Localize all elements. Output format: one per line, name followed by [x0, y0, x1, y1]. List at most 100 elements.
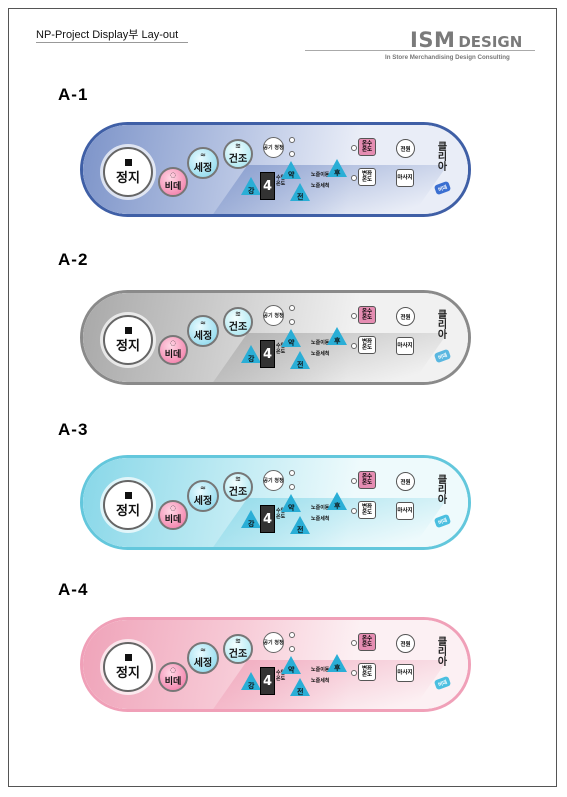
air-purify-label: 공기 청정 [263, 144, 284, 151]
wash-button[interactable]: ≈세정 [187, 642, 219, 674]
brand-divider [305, 50, 535, 51]
massage-button[interactable]: 마사지 [396, 664, 414, 682]
stop-button[interactable]: 정지 [103, 315, 153, 365]
wash-button[interactable]: ≈세정 [187, 147, 219, 179]
power-button[interactable]: 전원 [396, 634, 415, 653]
dry-label: 건조 [228, 322, 248, 333]
dry-label: 건조 [228, 487, 248, 498]
seat-temp-led [351, 670, 357, 676]
decrease-label: 강 [248, 187, 255, 195]
air-purify-button[interactable]: 공기 청정 [263, 470, 284, 491]
air-purify-button[interactable]: 공기 청정 [263, 632, 284, 653]
decrease-button[interactable] [241, 345, 261, 363]
massage-label: 마사지 [397, 508, 413, 514]
indicator-led [289, 305, 295, 311]
decrease-button[interactable] [241, 672, 261, 690]
increase-button[interactable] [281, 494, 301, 512]
air-purify-button[interactable]: 공기 청정 [263, 305, 284, 326]
bidet-button[interactable]: ◌비데 [158, 167, 188, 197]
indicator-led [289, 470, 295, 476]
increase-button[interactable] [281, 656, 301, 674]
nozzle-front-label: 전 [297, 688, 304, 696]
stop-button[interactable]: 정지 [103, 147, 153, 197]
nozzle-back-button[interactable] [327, 492, 347, 510]
power-label: 전원 [400, 146, 411, 153]
massage-button[interactable]: 마사지 [396, 337, 414, 355]
seat-temp-led [351, 175, 357, 181]
seat-temp-button[interactable]: 변좌 온도 [358, 663, 376, 681]
decrease-button[interactable] [241, 177, 261, 195]
water-temp-label: 온수 온도 [361, 636, 373, 648]
nozzle-back-button[interactable] [327, 327, 347, 345]
seat-temp-label: 변좌 온도 [361, 171, 373, 183]
product-name: 클리아 [435, 141, 446, 171]
variant-label: A-4 [58, 580, 89, 599]
dry-button[interactable]: ≋건조 [223, 139, 253, 169]
air-purify-button[interactable]: 공기 청정 [263, 137, 284, 158]
stop-button[interactable]: 정지 [103, 642, 153, 692]
brand-logo-sub: DESIGN [458, 33, 523, 51]
indicator-led [289, 646, 295, 652]
nozzle-move-label: 노즐이동 [311, 172, 330, 178]
stop-label: 정지 [116, 338, 140, 354]
water-temp-button[interactable]: 온수 온도 [358, 138, 376, 156]
indicator-led [289, 319, 295, 325]
nozzle-back-button[interactable] [327, 654, 347, 672]
air-purify-label: 공기 청정 [263, 477, 284, 484]
product-name: 클리아 [435, 309, 446, 339]
nozzle-front-button[interactable] [290, 516, 310, 534]
nozzle-front-button[interactable] [290, 678, 310, 696]
stop-icon [124, 158, 132, 166]
dry-icon: ≋ [235, 310, 241, 318]
brand-logo-main: ISM [410, 28, 456, 52]
indicator-led [289, 484, 295, 490]
power-button[interactable]: 전원 [396, 472, 415, 491]
water-temp-button[interactable]: 온수 온도 [358, 306, 376, 324]
decrease-label: 강 [248, 520, 255, 528]
water-temp-label: 온수 온도 [361, 474, 373, 486]
wash-button[interactable]: ≈세정 [187, 315, 219, 347]
product-badge-label: 비데 [437, 184, 449, 193]
bidet-label: 비데 [164, 515, 182, 525]
product-badge-label: 비데 [437, 352, 449, 361]
dry-button[interactable]: ≋건조 [223, 634, 253, 664]
nozzle-back-button[interactable] [327, 159, 347, 177]
dry-button[interactable]: ≋건조 [223, 472, 253, 502]
power-button[interactable]: 전원 [396, 139, 415, 158]
nozzle-move-label: 노즐이동 [311, 340, 330, 346]
water-temp-button[interactable]: 온수 온도 [358, 471, 376, 489]
nozzle-back-label: 후 [334, 664, 341, 672]
product-name: 클리아 [435, 474, 446, 504]
nozzle-front-button[interactable] [290, 183, 310, 201]
massage-label: 마사지 [397, 670, 413, 676]
nozzle-back-label: 후 [334, 337, 341, 345]
nozzle-front-button[interactable] [290, 351, 310, 369]
increase-button[interactable] [281, 161, 301, 179]
nozzle-clean-label: 노즐세척 [311, 351, 330, 357]
seat-temp-button[interactable]: 변좌 온도 [358, 336, 376, 354]
level-label: 수압 온도 [276, 670, 286, 682]
dry-button[interactable]: ≋ 건조 [223, 307, 253, 337]
level-display: 4 [260, 172, 275, 200]
stop-button[interactable]: 정지 [103, 480, 153, 530]
level-display: 4 [260, 340, 275, 368]
power-button[interactable]: 전원 [396, 307, 415, 326]
massage-button[interactable]: 마사지 [396, 502, 414, 520]
decrease-button[interactable] [241, 510, 261, 528]
bidet-button[interactable]: ◌비데 [158, 662, 188, 692]
seat-temp-button[interactable]: 변좌 온도 [358, 168, 376, 186]
nozzle-clean-label: 노즐세척 [311, 678, 330, 684]
massage-button[interactable]: 마사지 [396, 169, 414, 187]
nozzle-front-label: 전 [297, 193, 304, 201]
bidet-button[interactable]: ◌비데 [158, 500, 188, 530]
seat-temp-led [351, 508, 357, 514]
water-temp-button[interactable]: 온수 온도 [358, 633, 376, 651]
seat-temp-label: 변좌 온도 [361, 339, 373, 351]
bidet-button[interactable]: ◌비데 [158, 335, 188, 365]
increase-button[interactable] [281, 329, 301, 347]
seat-temp-button[interactable]: 변좌 온도 [358, 501, 376, 519]
nozzle-move-label: 노즐이동 [311, 667, 330, 673]
wash-button[interactable]: ≈세정 [187, 480, 219, 512]
